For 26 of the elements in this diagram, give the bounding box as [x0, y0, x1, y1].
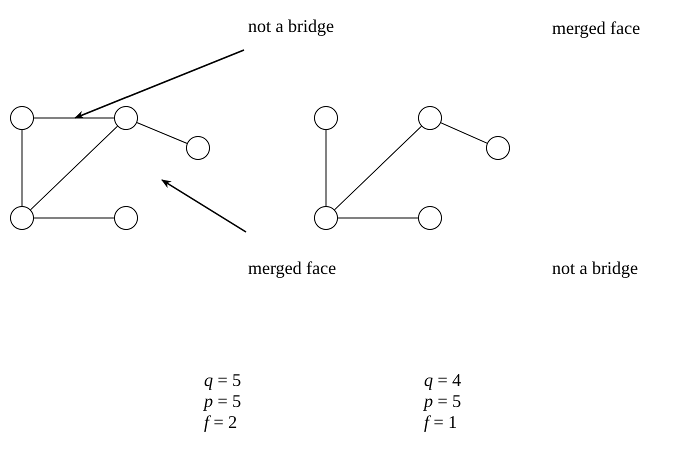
annotation-text: not a bridge	[552, 258, 638, 278]
leader-arrow	[161, 179, 246, 233]
circle-vertex	[114, 206, 138, 230]
graph-edge	[334, 126, 422, 210]
graph-edge	[440, 122, 488, 144]
equation-text: p = 5	[424, 391, 462, 411]
graph-edge	[136, 122, 188, 144]
annotation-text: merged face	[552, 18, 640, 38]
equation-text: q = 5	[204, 370, 242, 390]
circle-vertex	[314, 206, 338, 230]
circle-vertex	[10, 106, 34, 130]
circle-vertex	[114, 106, 138, 130]
graph-edge	[30, 126, 118, 210]
equation-text: q = 4	[424, 370, 462, 390]
circle-vertex	[418, 106, 442, 130]
circle-vertex	[486, 136, 510, 160]
equation-text: f = 1	[424, 412, 458, 432]
circle-vertex	[10, 206, 34, 230]
leader-arrow	[74, 49, 244, 119]
equation-text: p = 5	[204, 391, 242, 411]
circle-vertex	[418, 206, 442, 230]
circle-vertex	[314, 106, 338, 130]
annotation-text: not a bridge	[248, 16, 334, 36]
annotation-text: merged face	[248, 258, 336, 278]
equation-text: f = 2	[204, 412, 238, 432]
circle-vertex	[186, 136, 210, 160]
